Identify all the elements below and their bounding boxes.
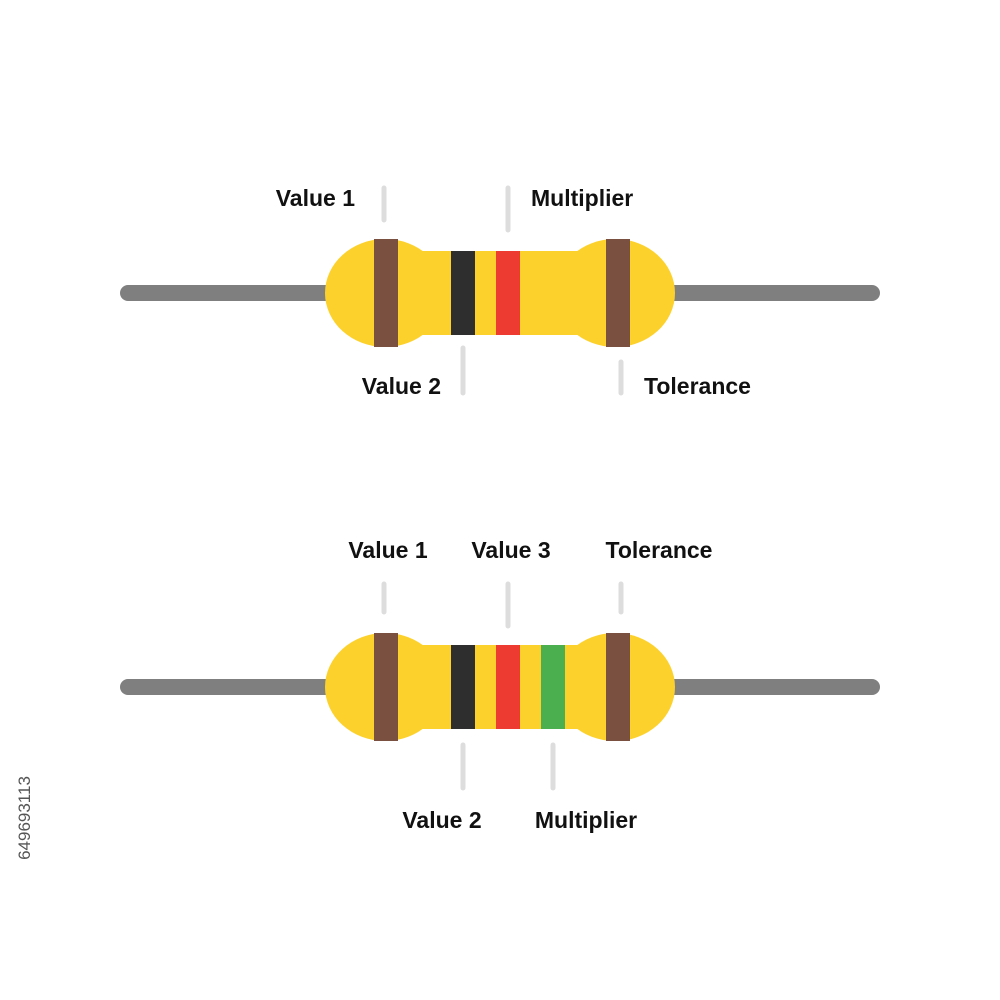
resistor-5-band-label-value3: Value 3 — [471, 537, 550, 563]
resistor-4-band-label-multiplier: Multiplier — [531, 185, 633, 211]
resistor-4-band-label-value2: Value 2 — [362, 373, 441, 399]
resistor-4-band-label-value1: Value 1 — [276, 185, 355, 211]
resistor-5-band-label-multiplier: Multiplier — [535, 807, 637, 833]
resistor-4-band-band-tolerance — [606, 239, 630, 347]
resistor-5-band-band-value1 — [374, 633, 398, 741]
resistor-5-band-band-tolerance — [606, 633, 630, 741]
resistor-4-band-label-tolerance: Tolerance — [644, 373, 751, 399]
resistor-5-band-label-value2: Value 2 — [402, 807, 481, 833]
resistor-5-band: Value 1 Value 3 Tolerance Value 2 Multip… — [120, 537, 880, 833]
resistor-5-band-band-value2 — [451, 645, 475, 729]
resistor-5-band-band-multiplier — [541, 645, 565, 729]
resistor-4-band-band-value1 — [374, 239, 398, 347]
resistor-5-band-label-value1: Value 1 — [348, 537, 427, 563]
resistor-4-band: Value 1 Multiplier Value 2 Tolerance — [120, 185, 880, 399]
stock-image-id: 649693113 — [15, 776, 34, 860]
resistor-5-band-band-value3 — [496, 645, 520, 729]
resistor-4-band-band-value2 — [451, 251, 475, 335]
resistor-5-band-label-tolerance: Tolerance — [606, 537, 713, 563]
resistor-4-band-band-multiplier — [496, 251, 520, 335]
